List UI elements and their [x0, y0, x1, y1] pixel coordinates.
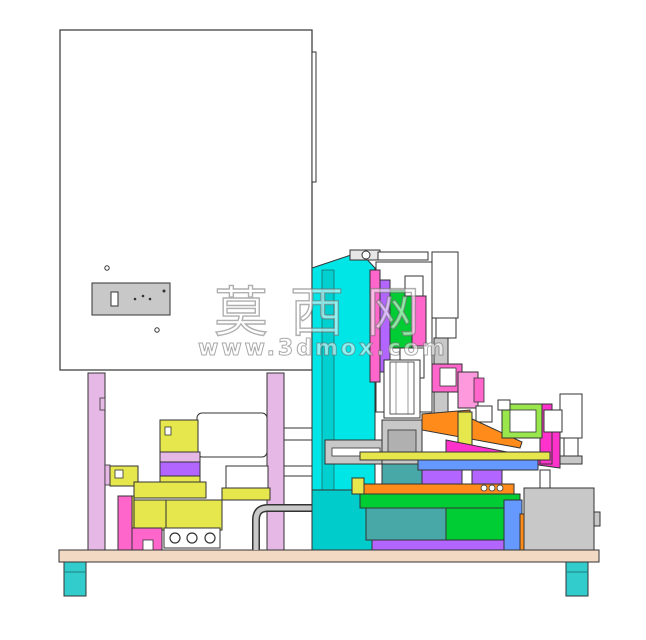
leg-right — [266, 372, 285, 551]
table-blue — [417, 459, 539, 471]
valve-block-main — [133, 481, 207, 499]
cabinet-screw-top — [104, 265, 110, 271]
foot-left — [63, 561, 87, 597]
cabinet-body — [59, 29, 313, 371]
gripper-sensor — [559, 393, 583, 439]
table-green-plate — [359, 493, 521, 509]
table-yellow — [359, 451, 551, 461]
control-panel — [91, 282, 171, 316]
panel-dot-4 — [162, 289, 166, 293]
pink-block-left — [117, 495, 133, 551]
cabinet-hinge — [311, 51, 317, 183]
sensor-column — [431, 251, 459, 319]
grey-controller-box — [523, 487, 595, 551]
teal-base-block — [381, 463, 423, 485]
leg-left — [87, 372, 106, 551]
panel-dot-1 — [133, 297, 137, 301]
valve-port-3 — [204, 532, 216, 544]
valve-port-1 — [169, 532, 181, 544]
panel-dot-3 — [148, 297, 152, 301]
motor-flange — [159, 419, 199, 455]
cyan-lower-block — [311, 489, 373, 551]
foot-right — [565, 561, 589, 597]
valve-port-2 — [186, 532, 198, 544]
cabinet-screw-bottom — [154, 327, 160, 333]
base-plate — [58, 549, 600, 563]
panel-switch — [110, 291, 119, 307]
table-purple-base — [371, 539, 521, 551]
panel-dot-2 — [141, 294, 145, 298]
motor-cylinder — [196, 412, 268, 458]
press-pink-strip — [369, 269, 381, 383]
press-green-body — [389, 289, 413, 349]
motor-rod — [283, 427, 313, 441]
